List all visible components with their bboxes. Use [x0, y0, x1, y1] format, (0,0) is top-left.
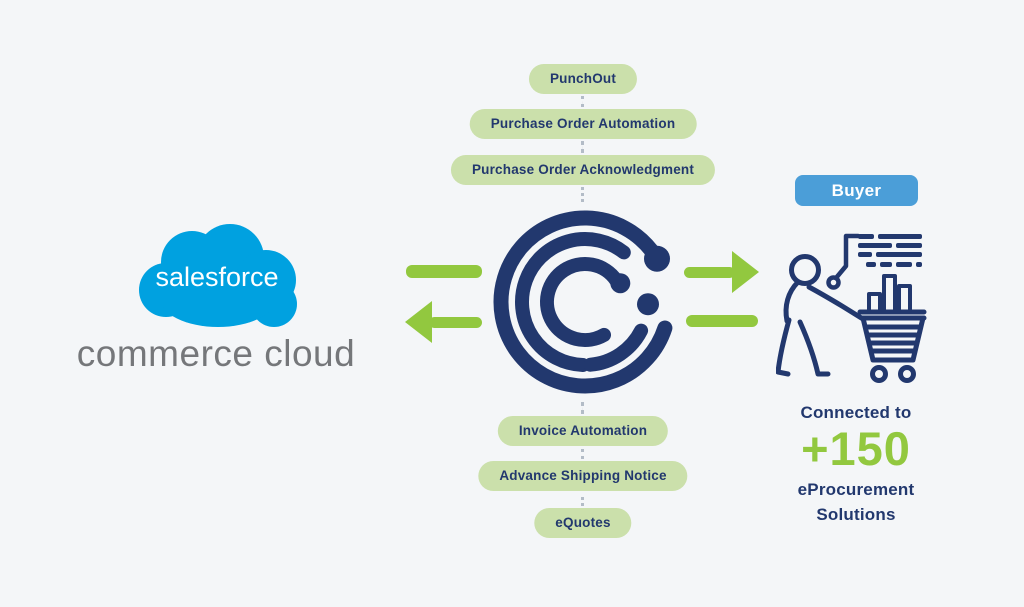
cart-basket — [860, 315, 926, 363]
bar-chart-icon — [867, 274, 912, 314]
person-back-leg — [776, 317, 792, 377]
flow-label-invoice-automation: Invoice Automation — [497, 416, 669, 446]
flow-label-equotes: eQuotes — [534, 508, 632, 538]
dotted-connector — [581, 402, 584, 414]
connected-line-solutions: Solutions — [816, 505, 896, 525]
dotted-connector — [581, 449, 584, 459]
connected-stats: Connected to +150 eProcurement Solutions — [771, 403, 941, 528]
arrow-right-icon — [732, 251, 759, 293]
dotted-connector — [581, 96, 584, 107]
arrow-right-shaft — [684, 267, 735, 278]
dotted-connector — [581, 497, 584, 506]
connected-line-eprocurement: eProcurement — [797, 479, 915, 499]
concentric-c-integration-logo — [493, 210, 673, 394]
commerce-cloud-label: commerce cloud — [76, 333, 356, 374]
node-circle-icon — [826, 275, 841, 290]
salesforce-wordmark: salesforce — [155, 262, 278, 292]
person-pushing-cart-icon — [776, 233, 927, 383]
flow-bar-right-return — [686, 315, 758, 327]
connector-line — [833, 233, 861, 281]
person-front-leg — [797, 319, 831, 377]
flow-label-po-acknowledgment: Purchase Order Acknowledgment — [450, 155, 716, 185]
dotted-connector — [581, 187, 584, 202]
person-arm-handle — [806, 284, 866, 322]
person-head — [789, 254, 821, 286]
logo-node-dot — [637, 293, 659, 316]
flow-label-punchout: PunchOut — [528, 64, 638, 94]
flow-bar-left-outbound — [406, 265, 482, 278]
connected-prefix: Connected to — [800, 403, 912, 422]
cloud-icon — [139, 224, 297, 327]
cart-wheel — [898, 365, 916, 383]
solutions-count: +150 — [801, 422, 911, 475]
dotted-connector — [581, 141, 584, 153]
flow-label-po-automation: Purchase Order Automation — [469, 109, 697, 139]
person-back — [783, 279, 801, 324]
arrow-left-shaft — [429, 317, 482, 328]
arrow-left-icon — [405, 301, 432, 343]
buyer-badge: Buyer — [795, 175, 918, 206]
salesforce-cloud-logo: salesforce — [139, 224, 297, 327]
flow-label-advance-shipping-notice: Advance Shipping Notice — [478, 461, 688, 491]
cart-wheel — [870, 365, 888, 383]
logo-node-dot — [644, 245, 670, 272]
data-lines-icon — [858, 234, 922, 267]
logo-node-dot — [610, 273, 631, 294]
